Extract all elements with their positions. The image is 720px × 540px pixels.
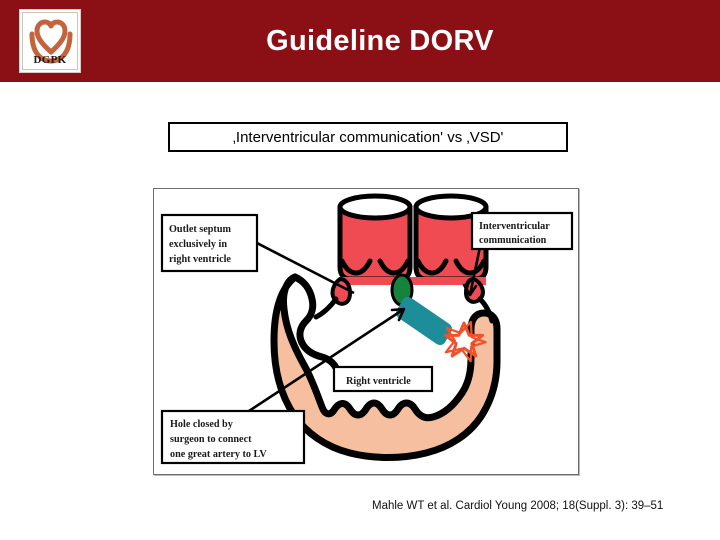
page-title: Guideline DORV — [266, 24, 494, 57]
dgpk-logo: DGPK — [19, 9, 81, 73]
surgical-hole-star-marker — [444, 320, 487, 363]
label-outlet-septum-line3: right ventricle — [169, 254, 231, 265]
ventricular-myocardium — [270, 273, 501, 461]
dgpk-logo-acronym: DGPK — [33, 54, 67, 66]
label-interventricular-communication: Interventricular communication — [470, 211, 574, 251]
label-hole-line1: Hole closed by — [170, 419, 233, 430]
label-ivc-line1: Interventricular — [479, 221, 550, 232]
dgpk-logo-inner-frame: DGPK — [22, 12, 78, 70]
subtitle-callout-box: ‚Interventricular communication' vs ‚VSD… — [168, 122, 568, 152]
slide-header-bar: DGPK Guideline DORV — [0, 0, 720, 82]
dorv-anatomy-figure: Outlet septum exclusively in right ventr… — [153, 188, 579, 475]
left-artery-lumen — [337, 193, 413, 221]
label-right-ventricle-text: Right ventricle — [346, 376, 411, 387]
label-hole-closed-by-surgeon: Hole closed by surgeon to connect one gr… — [160, 409, 306, 465]
heart-cradle-icon — [29, 19, 73, 64]
label-outlet-septum-line1: Outlet septum — [169, 224, 231, 235]
outlet-septum-marker — [396, 297, 452, 345]
right-artery-lumen — [413, 193, 489, 221]
label-hole-line3: one great artery to LV — [170, 449, 267, 460]
source-citation: Mahle WT et al. Cardiol Young 2008; 18(S… — [372, 500, 664, 512]
label-ivc-line2: communication — [479, 235, 547, 246]
label-hole-line2: surgeon to connect — [170, 434, 252, 445]
figure-leader-lines — [248, 239, 482, 413]
label-outlet-septum: Outlet septum exclusively in right ventr… — [160, 213, 259, 273]
dorv-heart-diagram: Outlet septum exclusively in right ventr… — [160, 193, 574, 465]
label-right-ventricle: Right ventricle — [332, 365, 434, 393]
label-outlet-septum-line2: exclusively in — [169, 239, 227, 250]
